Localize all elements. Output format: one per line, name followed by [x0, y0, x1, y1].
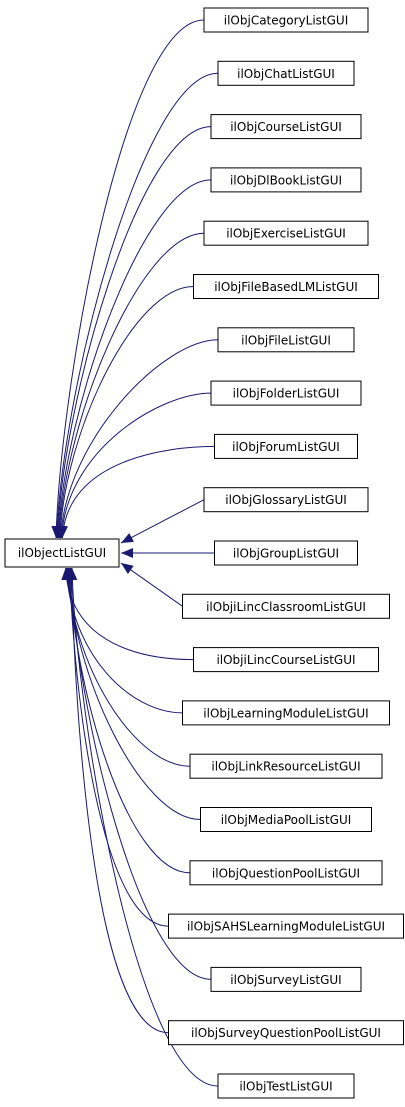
- derived-class-node[interactable]: ilObjLinkResourceListGUI: [189, 753, 383, 779]
- derived-class-box: [189, 753, 383, 779]
- inheritance-edge: [63, 567, 201, 820]
- inheritance-edge: [53, 179, 212, 539]
- derived-class-box: [203, 487, 369, 513]
- derived-class-label: ilObjiLincCourseListGUI: [216, 653, 355, 667]
- inheritance-edge: [61, 567, 194, 661]
- derived-class-node[interactable]: ilObjFolderListGUI: [210, 380, 362, 406]
- derived-class-node[interactable]: ilObjDlBookListGUI: [210, 167, 362, 193]
- derived-class-node[interactable]: ilObjQuestionPoolListGUI: [189, 860, 383, 886]
- derived-class-box: [182, 700, 390, 726]
- derived-class-node[interactable]: ilObjSurveyQuestionPoolListGUI: [168, 1020, 404, 1046]
- derived-class-node[interactable]: ilObjForumListGUI: [214, 433, 358, 459]
- base-class-node[interactable]: ilObjectListGUI: [4, 538, 120, 568]
- derived-class-node[interactable]: ilObjSurveyListGUI: [210, 966, 362, 992]
- derived-class-label: ilObjLinkResourceListGUI: [211, 760, 360, 774]
- derived-class-box: [182, 593, 390, 619]
- derived-class-label: ilObjLearningModuleListGUI: [203, 706, 368, 720]
- derived-class-box: [210, 966, 362, 992]
- inheritance-edge: [64, 567, 169, 927]
- inheritance-edge: [52, 126, 212, 539]
- derived-class-label: ilObjDlBookListGUI: [230, 173, 342, 187]
- derived-class-box: [210, 167, 362, 193]
- derived-class-box: [210, 380, 362, 406]
- derived-class-label: ilObjFileListGUI: [241, 333, 331, 347]
- derived-class-box: [210, 114, 362, 140]
- inheritance-edge: [51, 19, 205, 539]
- derived-class-label: ilObjFileBasedLMListGUI: [214, 280, 358, 294]
- derived-class-node[interactable]: ilObjChatListGUI: [217, 60, 355, 86]
- derived-class-box: [200, 807, 372, 832]
- derived-class-label: ilObjForumListGUI: [232, 440, 340, 454]
- derived-class-node[interactable]: ilObjMediaPoolListGUI: [200, 807, 372, 832]
- derived-class-box: [203, 220, 369, 246]
- inheritance-edge: [58, 445, 215, 539]
- inheritance-edge: [54, 232, 205, 539]
- derived-class-box: [168, 913, 404, 939]
- derived-class-label: ilObjSurveyListGUI: [230, 973, 341, 987]
- inheritance-edge: [67, 567, 219, 1087]
- inheritance-edge: [64, 567, 191, 874]
- derived-class-box: [168, 1020, 404, 1046]
- inheritance-edge: [55, 286, 194, 539]
- inheritance-edges: [51, 19, 219, 1087]
- inheritance-edge: [52, 72, 219, 539]
- derived-class-box: [217, 327, 355, 353]
- derived-class-label: ilObjiLincClassroomListGUI: [206, 600, 366, 614]
- class-nodes: ilObjectListGUI ilObjCategoryListGUI ilOb…: [4, 7, 404, 1099]
- derived-class-node[interactable]: ilObjFileListGUI: [217, 327, 355, 353]
- derived-class-node[interactable]: ilObjiLincCourseListGUI: [193, 647, 379, 673]
- derived-class-node[interactable]: ilObjTestListGUI: [217, 1073, 355, 1099]
- derived-class-node[interactable]: ilObjCategoryListGUI: [203, 7, 369, 33]
- derived-class-node[interactable]: ilObjFileBasedLMListGUI: [193, 274, 379, 299]
- inheritance-edge: [61, 567, 183, 714]
- derived-class-label: ilObjCategoryListGUI: [224, 14, 348, 28]
- derived-class-label: ilObjFolderListGUI: [233, 387, 340, 401]
- derived-class-label: ilObjCourseListGUI: [230, 120, 342, 134]
- derived-class-label: ilObjGroupListGUI: [233, 547, 339, 561]
- derived-class-node[interactable]: ilObjGlossaryListGUI: [203, 487, 369, 513]
- derived-class-node[interactable]: ilObjSAHSLearningModuleListGUI: [168, 913, 404, 939]
- base-class-box: [4, 538, 120, 568]
- derived-class-label: ilObjSAHSLearningModuleListGUI: [187, 920, 385, 934]
- derived-class-node[interactable]: ilObjExerciseListGUI: [203, 220, 369, 246]
- derived-class-box: [214, 540, 358, 566]
- derived-class-node[interactable]: ilObjLearningModuleListGUI: [182, 700, 390, 726]
- derived-class-box: [193, 274, 379, 299]
- derived-class-box: [203, 7, 369, 33]
- derived-class-label: ilObjQuestionPoolListGUI: [212, 866, 360, 880]
- derived-class-box: [193, 647, 379, 673]
- derived-class-node[interactable]: ilObjGroupListGUI: [214, 540, 358, 566]
- derived-class-label: ilObjMediaPoolListGUI: [221, 813, 352, 827]
- derived-class-label: ilObjExerciseListGUI: [226, 227, 346, 241]
- derived-class-box: [217, 1073, 355, 1099]
- inheritance-edge: [56, 339, 219, 539]
- derived-class-label: ilObjGlossaryListGUI: [225, 493, 347, 507]
- inheritance-edge: [66, 567, 169, 1034]
- derived-class-box: [217, 60, 355, 86]
- derived-class-box: [214, 433, 358, 459]
- inheritance-edge: [120, 562, 183, 607]
- base-class-label: ilObjectListGUI: [18, 546, 106, 560]
- derived-class-node[interactable]: ilObjCourseListGUI: [210, 114, 362, 140]
- inheritance-edge: [120, 499, 205, 544]
- derived-class-label: ilObjTestListGUI: [239, 1080, 332, 1094]
- derived-class-label: ilObjSurveyQuestionPoolListGUI: [191, 1026, 381, 1040]
- inheritance-edge: [62, 567, 191, 767]
- derived-class-label: ilObjChatListGUI: [237, 67, 335, 81]
- derived-class-node[interactable]: ilObjiLincClassroomListGUI: [182, 593, 390, 619]
- derived-class-box: [189, 860, 383, 886]
- inheritance-edge: [57, 392, 212, 539]
